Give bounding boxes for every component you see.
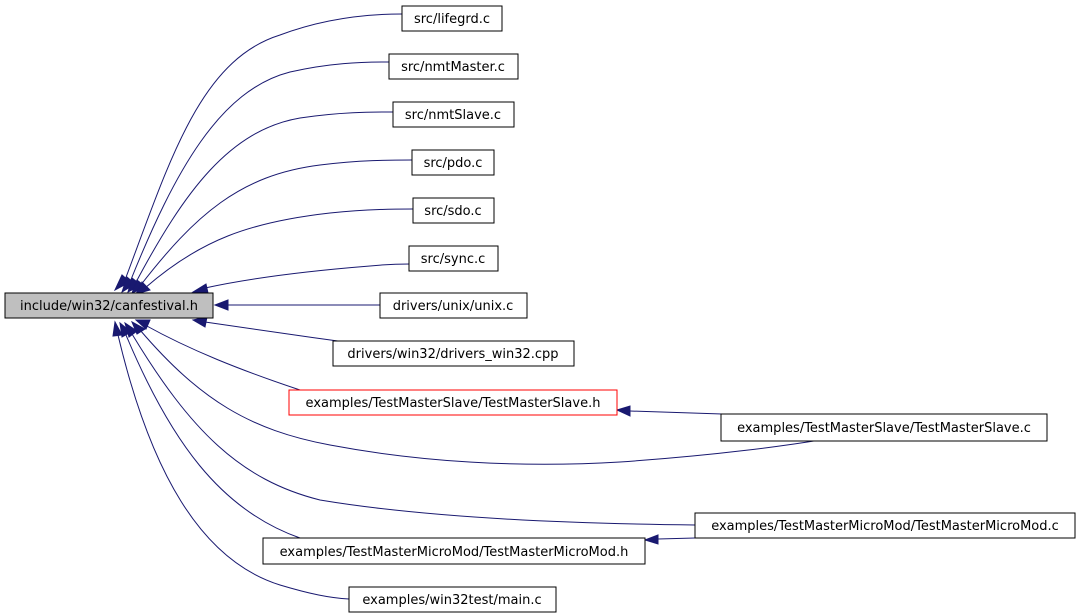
node-label: src/sync.c xyxy=(421,252,486,267)
edge-TestMasterMicroMod-c-to-h-arrowhead xyxy=(643,534,659,545)
node-lifegrd-c[interactable]: src/lifegrd.c xyxy=(401,5,503,32)
edge-TestMasterMicroMod-c xyxy=(131,333,696,526)
edge-sync-arrowhead xyxy=(191,283,209,294)
edge-lifegrd xyxy=(124,13,403,281)
node-label: src/nmtSlave.c xyxy=(405,108,501,123)
edge-TestMasterSlave-h-arrowhead xyxy=(134,319,151,330)
edge-unix-arrowhead xyxy=(213,299,229,311)
node-label: examples/win32test/main.c xyxy=(362,593,541,608)
edge-TestMasterSlave-c-to-h-arrowhead xyxy=(615,405,631,417)
node-nmtSlave-c[interactable]: src/nmtSlave.c xyxy=(392,101,515,128)
edge-TestMasterMicroMod-h-arrowhead xyxy=(119,321,132,338)
node-label: examples/TestMasterSlave/TestMasterSlave… xyxy=(737,421,1031,436)
node-drivers-win32-cpp[interactable]: drivers/win32/drivers_win32.cpp xyxy=(332,340,575,367)
node-label: examples/TestMasterMicroMod/TestMasterMi… xyxy=(711,519,1059,534)
edge-TestMasterSlave-c-to-h xyxy=(629,410,723,415)
edge-TestMasterSlave-c-arrowhead xyxy=(130,320,146,335)
edge-TestMasterMicroMod-h xyxy=(125,334,301,539)
node-TestMasterMicroMod-h[interactable]: examples/TestMasterMicroMod/TestMasterMi… xyxy=(262,537,646,565)
node-label: src/pdo.c xyxy=(424,156,483,171)
node-win32test-main-c[interactable]: examples/win32test/main.c xyxy=(348,586,557,613)
node-label: drivers/unix/unix.c xyxy=(393,299,514,314)
edge-nmtSlave xyxy=(134,111,394,285)
edge-sync xyxy=(204,263,411,289)
node-pdo-c[interactable]: src/pdo.c xyxy=(411,149,495,176)
node-canfestival-h[interactable]: include/win32/canfestival.h xyxy=(4,292,214,319)
node-nmtMaster-c[interactable]: src/nmtMaster.c xyxy=(388,53,519,80)
node-label: src/sdo.c xyxy=(424,204,481,219)
node-unix-c[interactable]: drivers/unix/unix.c xyxy=(379,292,528,319)
node-label: src/nmtMaster.c xyxy=(401,60,505,75)
node-TestMasterMicroMod-c[interactable]: examples/TestMasterMicroMod/TestMasterMi… xyxy=(694,512,1076,539)
node-label: drivers/win32/drivers_win32.cpp xyxy=(347,347,558,362)
edge-sdo-arrowhead xyxy=(135,281,151,295)
node-label: examples/TestMasterSlave/TestMasterSlave… xyxy=(306,396,601,411)
nodes: include/win32/canfestival.h src/lifegrd.… xyxy=(4,5,1076,613)
edge-TestMasterSlave-h xyxy=(144,324,301,391)
edge-sdo xyxy=(144,208,414,289)
node-TestMasterSlave-h[interactable]: examples/TestMasterSlave/TestMasterSlave… xyxy=(288,389,618,416)
edge-win32test-arrowhead xyxy=(112,320,123,337)
edges xyxy=(112,13,821,600)
edge-drivers-win32 xyxy=(204,321,346,343)
node-sync-c[interactable]: src/sync.c xyxy=(408,245,499,272)
edge-TestMasterSlave-c xyxy=(139,329,821,465)
node-sdo-c[interactable]: src/sdo.c xyxy=(412,197,495,224)
edge-TestMasterMicroMod-c-to-h xyxy=(657,537,696,540)
node-label: src/lifegrd.c xyxy=(414,12,490,27)
edge-pdo xyxy=(139,159,413,287)
node-label: include/win32/canfestival.h xyxy=(20,299,198,314)
node-TestMasterSlave-c[interactable]: examples/TestMasterSlave/TestMasterSlave… xyxy=(720,413,1048,442)
edge-nmtMaster xyxy=(129,61,390,283)
node-label: examples/TestMasterMicroMod/TestMasterMi… xyxy=(280,545,629,560)
edge-win32test xyxy=(117,334,350,600)
